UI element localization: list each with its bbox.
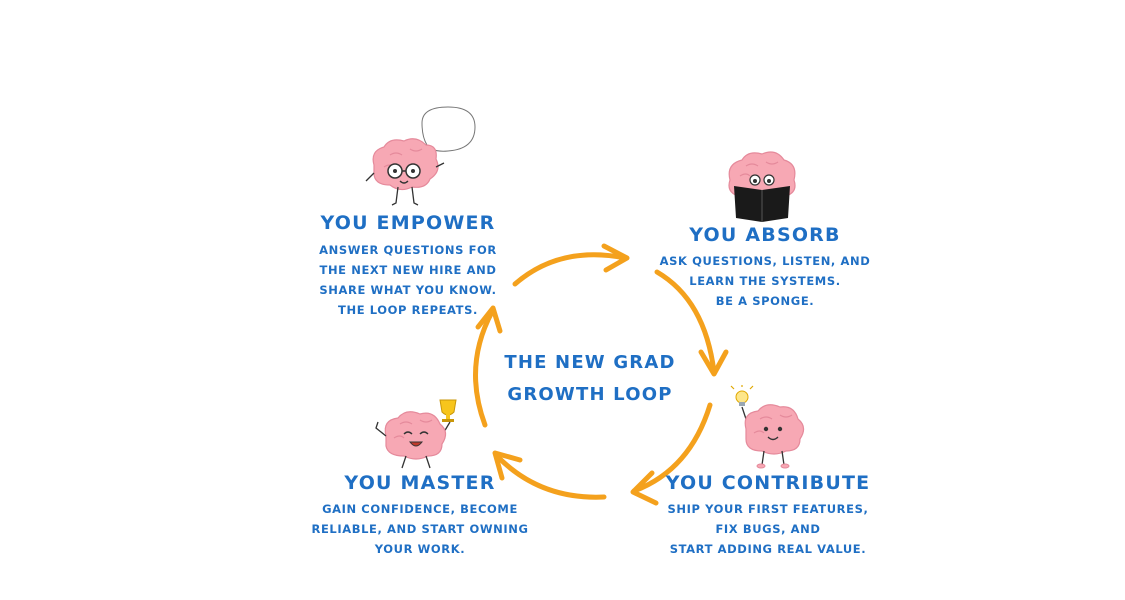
arrowhead-contribute-to-master bbox=[630, 470, 659, 506]
brain-with-lightbulb-icon bbox=[730, 385, 805, 469]
master-line: RELIABLE, AND START OWNING bbox=[311, 522, 529, 536]
brain-body bbox=[372, 138, 439, 191]
arrow-absorb-to-contribute bbox=[654, 269, 717, 375]
brain-with-trophy-icon bbox=[375, 399, 457, 469]
arrowhead-master-loop bbox=[492, 450, 523, 481]
brain-with-glasses-speech-bubble-icon bbox=[365, 106, 476, 206]
arrowhead-absorb-to-contribute bbox=[698, 349, 729, 377]
contribute-line: SHIP YOUR FIRST FEATURES, bbox=[667, 502, 869, 516]
master-line: YOUR WORK. bbox=[374, 542, 466, 556]
absorb-description: ASK QUESTIONS, LISTEN, AND LEARN THE SYS… bbox=[645, 251, 885, 311]
center-title-line-2: GROWTH LOOP bbox=[507, 384, 673, 405]
arrow-empower-to-absorb bbox=[512, 252, 628, 287]
speech-bubble bbox=[421, 106, 476, 157]
absorb-line: LEARN THE SYSTEMS. bbox=[689, 274, 841, 288]
arrow-master-to-empower bbox=[473, 309, 495, 428]
center-title-line-1: THE NEW GRAD bbox=[504, 352, 676, 373]
absorb-line: ASK QUESTIONS, LISTEN, AND bbox=[659, 254, 871, 268]
empower-line: SHARE WHAT YOU KNOW. bbox=[319, 283, 497, 297]
arrow-contribute-to-master bbox=[631, 402, 713, 494]
master-line: GAIN CONFIDENCE, BECOME bbox=[322, 502, 518, 516]
center-title: THE NEW GRAD GROWTH LOOP bbox=[495, 347, 685, 411]
lightbulb bbox=[735, 390, 749, 404]
master-title: YOU MASTER bbox=[344, 472, 496, 494]
empower-line: THE LOOP REPEATS. bbox=[338, 303, 478, 317]
contribute-title: YOU CONTRIBUTE bbox=[665, 472, 871, 494]
brain-body bbox=[744, 404, 805, 455]
master-description: GAIN CONFIDENCE, BECOME RELIABLE, AND ST… bbox=[300, 499, 540, 559]
empower-description: ANSWER QUESTIONS FOR THE NEXT NEW HIRE A… bbox=[298, 240, 518, 320]
arrowhead-master-to-empower bbox=[475, 305, 503, 334]
empower-line: ANSWER QUESTIONS FOR bbox=[319, 243, 497, 257]
absorb-line: BE A SPONGE. bbox=[715, 294, 815, 308]
contribute-line: FIX BUGS, AND bbox=[715, 522, 821, 536]
arrowhead-empower-to-absorb bbox=[601, 243, 630, 273]
contribute-line: START ADDING REAL VALUE. bbox=[669, 542, 867, 556]
brain-reading-book-icon bbox=[728, 151, 796, 222]
trophy bbox=[439, 399, 457, 416]
brain-body bbox=[384, 411, 447, 460]
empower-line: THE NEXT NEW HIRE AND bbox=[319, 263, 497, 277]
empower-title: YOU EMPOWER bbox=[320, 212, 496, 234]
absorb-title: YOU ABSORB bbox=[689, 224, 841, 246]
contribute-description: SHIP YOUR FIRST FEATURES, FIX BUGS, AND … bbox=[648, 499, 888, 559]
arrow-master-loop bbox=[494, 453, 607, 500]
